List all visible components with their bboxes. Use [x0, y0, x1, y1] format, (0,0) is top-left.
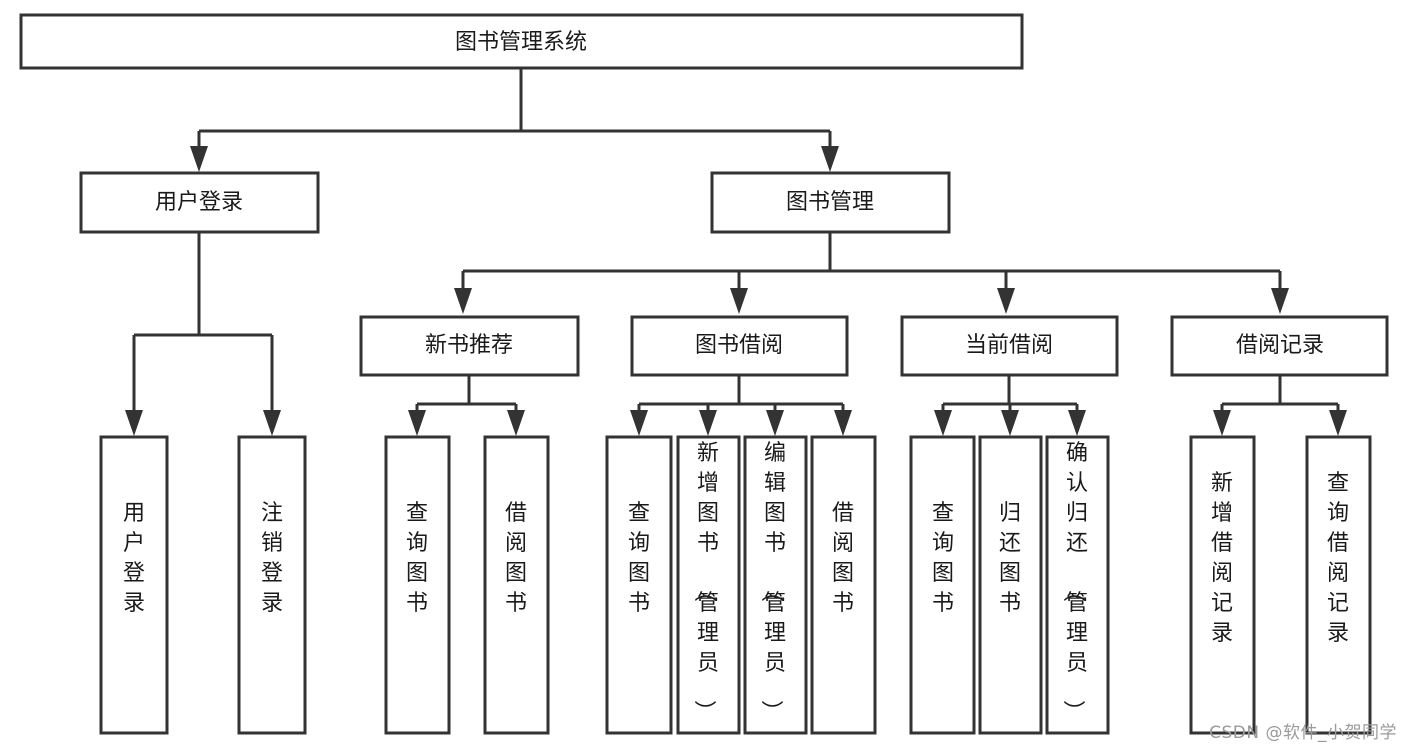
node-new-book-rec-label: 新书推荐: [425, 333, 513, 358]
node-leaf-1-label: 用户登录: [123, 501, 145, 616]
node-leaf-7[interactable]: 编辑图书（管理员）: [743, 435, 808, 735]
node-root[interactable]: 图书管理系统: [19, 13, 1024, 70]
node-leaf-9[interactable]: 查询图书: [909, 435, 976, 735]
node-user-login-label: 用户登录: [155, 190, 243, 215]
node-leaf-4-label: 借阅图书: [505, 501, 527, 616]
node-leaf-8-label: 借阅图书: [832, 501, 854, 616]
node-leaf-6[interactable]: 新增图书（管理员）: [676, 435, 741, 735]
node-leaf-3-label: 查询图书: [406, 501, 428, 616]
node-current-borrow[interactable]: 当前借阅: [900, 315, 1119, 377]
node-leaf-5[interactable]: 查询图书: [605, 435, 673, 735]
node-leaf-8[interactable]: 借阅图书: [810, 435, 877, 735]
node-leaf-2-label: 注销登录: [261, 501, 283, 616]
node-leaf-1[interactable]: 用户登录: [99, 435, 169, 735]
node-book-borrow[interactable]: 图书借阅: [630, 315, 849, 377]
connector-group-new-book-rec: [408, 375, 525, 436]
node-leaf-5-label: 查询图书: [628, 501, 650, 616]
node-user-login[interactable]: 用户登录: [79, 171, 320, 234]
node-borrow-record[interactable]: 借阅记录: [1170, 315, 1389, 377]
connector-group-borrow-record: [1213, 375, 1347, 436]
node-book-manage[interactable]: 图书管理: [710, 171, 951, 234]
node-leaf-13-label: 查询借阅记录: [1327, 471, 1349, 646]
node-leaf-2[interactable]: 注销登录: [237, 435, 307, 735]
node-leaf-3[interactable]: 查询图书: [384, 435, 451, 735]
connector-group-book-manage: [454, 232, 1289, 314]
connector-group-book-borrow: [630, 375, 852, 436]
node-book-borrow-label: 图书借阅: [695, 333, 783, 358]
node-leaf-7-label: 编辑图书（管理员）: [758, 441, 786, 722]
node-leaf-10[interactable]: 归还图书: [978, 435, 1043, 735]
node-current-borrow-label: 当前借阅: [965, 333, 1053, 358]
node-new-book-rec[interactable]: 新书推荐: [359, 315, 580, 377]
node-borrow-record-label: 借阅记录: [1236, 333, 1324, 358]
node-leaf-12[interactable]: 新增借阅记录: [1189, 435, 1256, 735]
node-book-manage-label: 图书管理: [786, 190, 874, 215]
connector-group-user-login: [125, 232, 281, 436]
node-leaf-11[interactable]: 确认归还（管理员）: [1045, 435, 1110, 735]
node-leaf-12-label: 新增借阅记录: [1211, 471, 1233, 646]
connector-group-current-borrow: [934, 375, 1086, 436]
node-leaf-6-label: 新增图书（管理员）: [691, 441, 719, 722]
node-leaf-10-label: 归还图书: [999, 501, 1021, 616]
node-leaf-9-label: 查询图书: [932, 501, 954, 616]
node-root-label: 图书管理系统: [455, 30, 587, 55]
node-leaf-13[interactable]: 查询借阅记录: [1305, 435, 1372, 735]
node-leaf-11-label: 确认归还（管理员）: [1060, 441, 1088, 722]
connector-group-root: [190, 68, 839, 172]
csdn-watermark: CSDN @软件_小贺同学: [1209, 723, 1397, 743]
node-leaf-4[interactable]: 借阅图书: [483, 435, 550, 735]
